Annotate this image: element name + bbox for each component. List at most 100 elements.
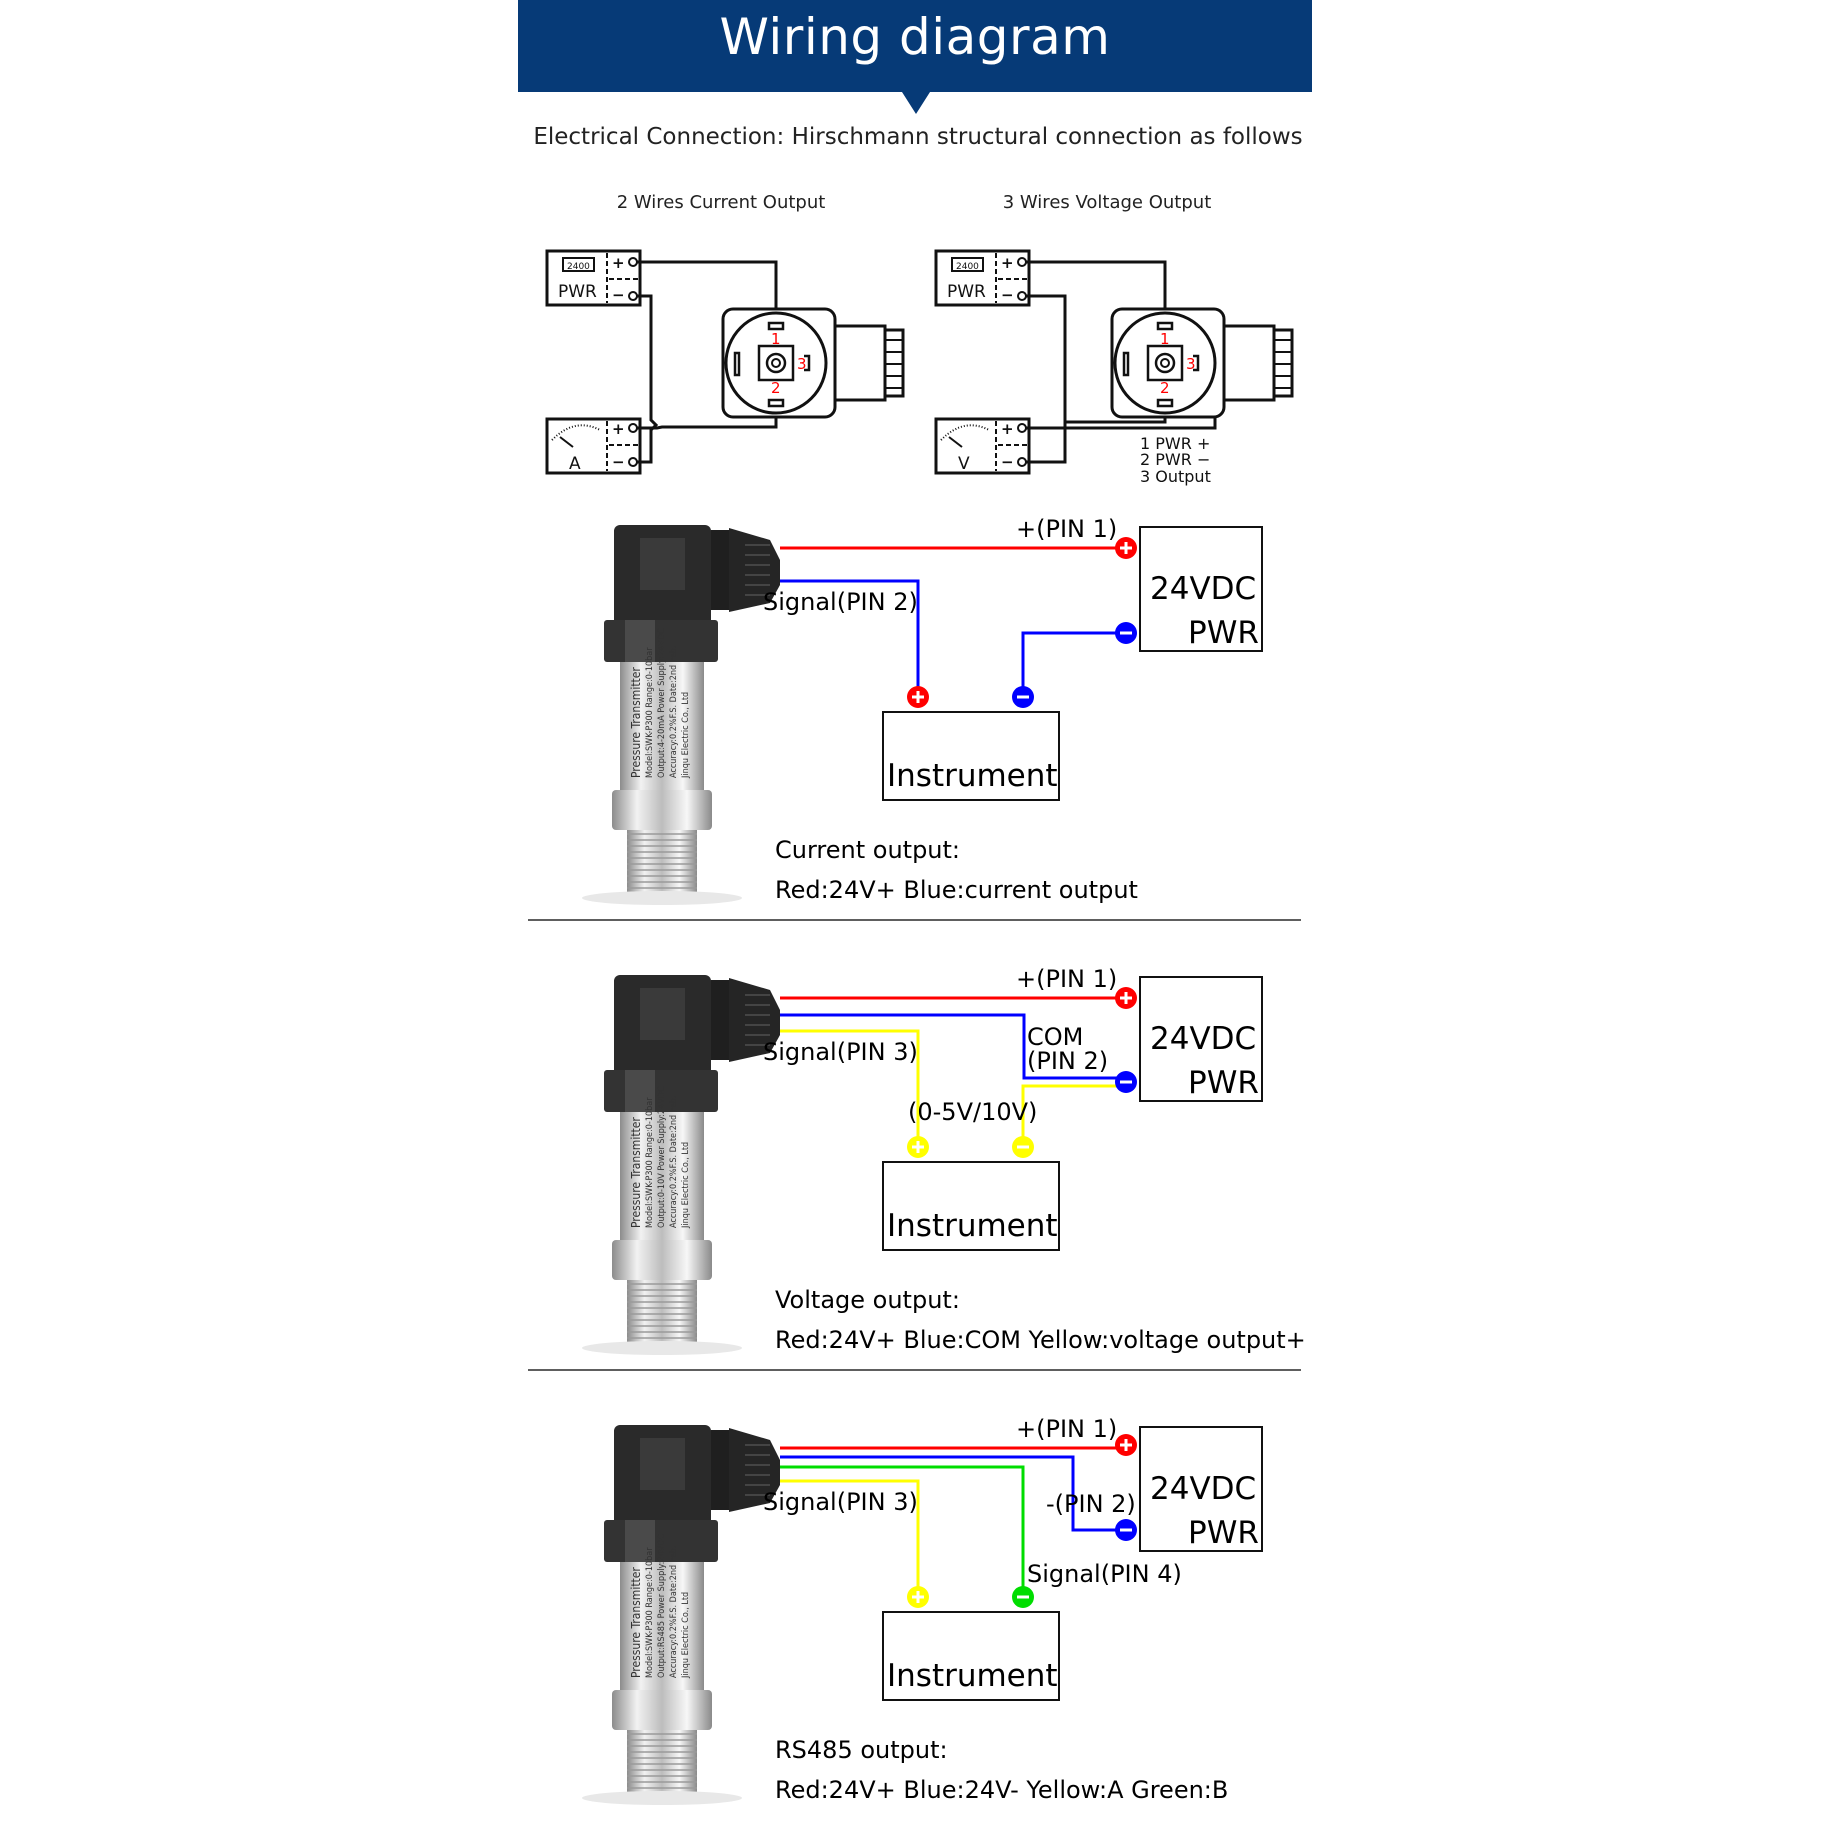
- instrument-plus-terminal: [907, 1586, 929, 1608]
- supply-display: 2400: [567, 262, 590, 272]
- instrument-box: [882, 711, 1060, 801]
- psu-minus-terminal: [1115, 1071, 1137, 1093]
- blue-wire: [1021, 631, 1118, 690]
- three-wire-schematic: [934, 249, 1294, 475]
- instrument-label: Instrument: [887, 1658, 1058, 1694]
- minus-sign: −: [612, 286, 625, 304]
- page-title: Wiring diagram: [719, 8, 1111, 66]
- psu-minus-terminal: [1115, 1519, 1137, 1541]
- pin-legend-item: 3 Output: [1140, 467, 1211, 486]
- plus-sign: +: [1001, 254, 1014, 272]
- signal-label: Signal(PIN 3): [763, 1488, 918, 1516]
- blue-wire: [780, 1013, 1118, 1080]
- pin-number: 1: [771, 330, 781, 348]
- pin2-label: -(PIN 2): [1046, 1490, 1136, 1518]
- device-label-line: Accuracy:0.2%F.S. Date:2nd Feb.: [669, 1095, 679, 1228]
- minus-sign: −: [1001, 286, 1014, 304]
- instrument-label: Instrument: [887, 1208, 1058, 1244]
- logo-plate: [640, 538, 685, 590]
- device-label-line: Jinqu Electric Co., Ltd: [681, 692, 691, 779]
- three-wire-text: 2400 PWR V + − + − 1 2 3 1 PWR + 2 PWR −…: [947, 254, 1211, 486]
- device-label-line: Jinqu Electric Co., Ltd: [681, 1142, 691, 1229]
- device-label-line: Output:4-20mA Power Supply:24VDC: [657, 628, 667, 778]
- hex-highlight: [625, 1520, 655, 1562]
- pin-number: 2: [1160, 379, 1170, 397]
- banner-pointer: [902, 92, 930, 114]
- pin-number: 3: [1186, 355, 1196, 373]
- meter-label: A: [569, 454, 581, 474]
- page-subtitle: Electrical Connection: Hirschmann struct…: [533, 124, 1303, 150]
- section-divider: [528, 1369, 1301, 1371]
- cable-gland-nut: [729, 978, 780, 1062]
- power-supply-box: [934, 249, 1031, 307]
- cable-gland: [711, 980, 729, 1060]
- psu-plus-terminal: [1115, 537, 1137, 559]
- cable-gland-nut: [729, 528, 780, 612]
- supply-label: PWR: [947, 282, 986, 302]
- green-wire: [780, 1465, 1025, 1590]
- ammeter-box: [545, 417, 642, 475]
- psu-pwr-label: PWR: [1188, 1065, 1259, 1101]
- device-label-line: Accuracy:0.2%F.S. Date:2nd Feb.: [669, 1545, 679, 1678]
- pin1-label: +(PIN 1): [1016, 965, 1118, 993]
- section-divider: [528, 919, 1301, 921]
- device-label-line: Output:RS485 Power Supply:24VDC: [657, 1534, 667, 1678]
- three-wire-title: 3 Wires Voltage Output: [1002, 192, 1212, 213]
- instrument-minus-terminal: [1012, 1586, 1034, 1608]
- caption-title: Current output:: [775, 836, 961, 864]
- com-label: COM: [1027, 1023, 1084, 1051]
- device-label-line: Model:SWK-P300 Range:0-10bar: [645, 1097, 655, 1228]
- power-supply-box: [1139, 1426, 1263, 1552]
- minus-sign: −: [1001, 453, 1014, 471]
- signal-label: Signal(PIN 2): [763, 588, 918, 616]
- caption-detail: Red:24V+ Blue:COM Yellow:voltage output+: [775, 1326, 1306, 1354]
- device-label-line: Accuracy:0.2%F.S. Date:2nd Feb.: [669, 645, 679, 778]
- psu-plus-terminal: [1115, 1434, 1137, 1456]
- shadow: [582, 891, 742, 905]
- voltmeter-box: [934, 417, 1031, 475]
- steel-body: [620, 1562, 704, 1702]
- yellow-wire: [1021, 1084, 1118, 1140]
- two-wire-text: 2400 PWR A + − + − 1 2 3: [558, 254, 807, 474]
- power-supply-box: [1139, 526, 1263, 652]
- psu-pwr-label: PWR: [1188, 615, 1259, 651]
- instrument-plus-terminal: [907, 1136, 929, 1158]
- hirschmann-connector: [1110, 307, 1294, 419]
- pin-legend-item: 2 PWR −: [1140, 450, 1210, 469]
- pin-legend-item: 1 PWR +: [1140, 434, 1210, 453]
- cable-gland: [711, 530, 729, 610]
- psu-pwr-label: PWR: [1188, 1515, 1259, 1551]
- instrument-minus-terminal: [1012, 1136, 1034, 1158]
- shadow: [582, 1791, 742, 1805]
- caption-detail: Red:24V+ Blue:current output: [775, 876, 1138, 904]
- logo-plate: [640, 1438, 685, 1490]
- caption-detail: Red:24V+ Blue:24V- Yellow:A Green:B: [775, 1776, 1229, 1804]
- pin1-label: +(PIN 1): [1016, 1415, 1118, 1443]
- device-label-line: Pressure Transmitter: [629, 1117, 643, 1228]
- device-label-line: Jinqu Electric Co., Ltd: [681, 1592, 691, 1679]
- pin1-label: +(PIN 1): [1016, 515, 1118, 543]
- device-label-line: Pressure Transmitter: [629, 1567, 643, 1678]
- blue-wire: [780, 579, 920, 690]
- blue-wire: [780, 1455, 1118, 1532]
- psu-minus-terminal: [1115, 622, 1137, 644]
- logo-plate: [640, 988, 685, 1040]
- instrument-box: [882, 1611, 1060, 1701]
- voltage-range-label: (0-5V/10V): [908, 1098, 1038, 1126]
- instrument-box: [882, 1161, 1060, 1251]
- instrument-label: Instrument: [887, 758, 1058, 794]
- meter-label: V: [958, 454, 970, 474]
- cable-gland-nut: [729, 1428, 780, 1512]
- instrument-minus-terminal: [1012, 686, 1034, 708]
- pin-number: 1: [1160, 330, 1170, 348]
- psu-plus-terminal: [1115, 987, 1137, 1009]
- psu-voltage-label: 24VDC: [1150, 571, 1257, 607]
- signal4-label: Signal(PIN 4): [1027, 1560, 1182, 1588]
- pin-number: 3: [797, 355, 807, 373]
- plus-sign: +: [612, 420, 625, 438]
